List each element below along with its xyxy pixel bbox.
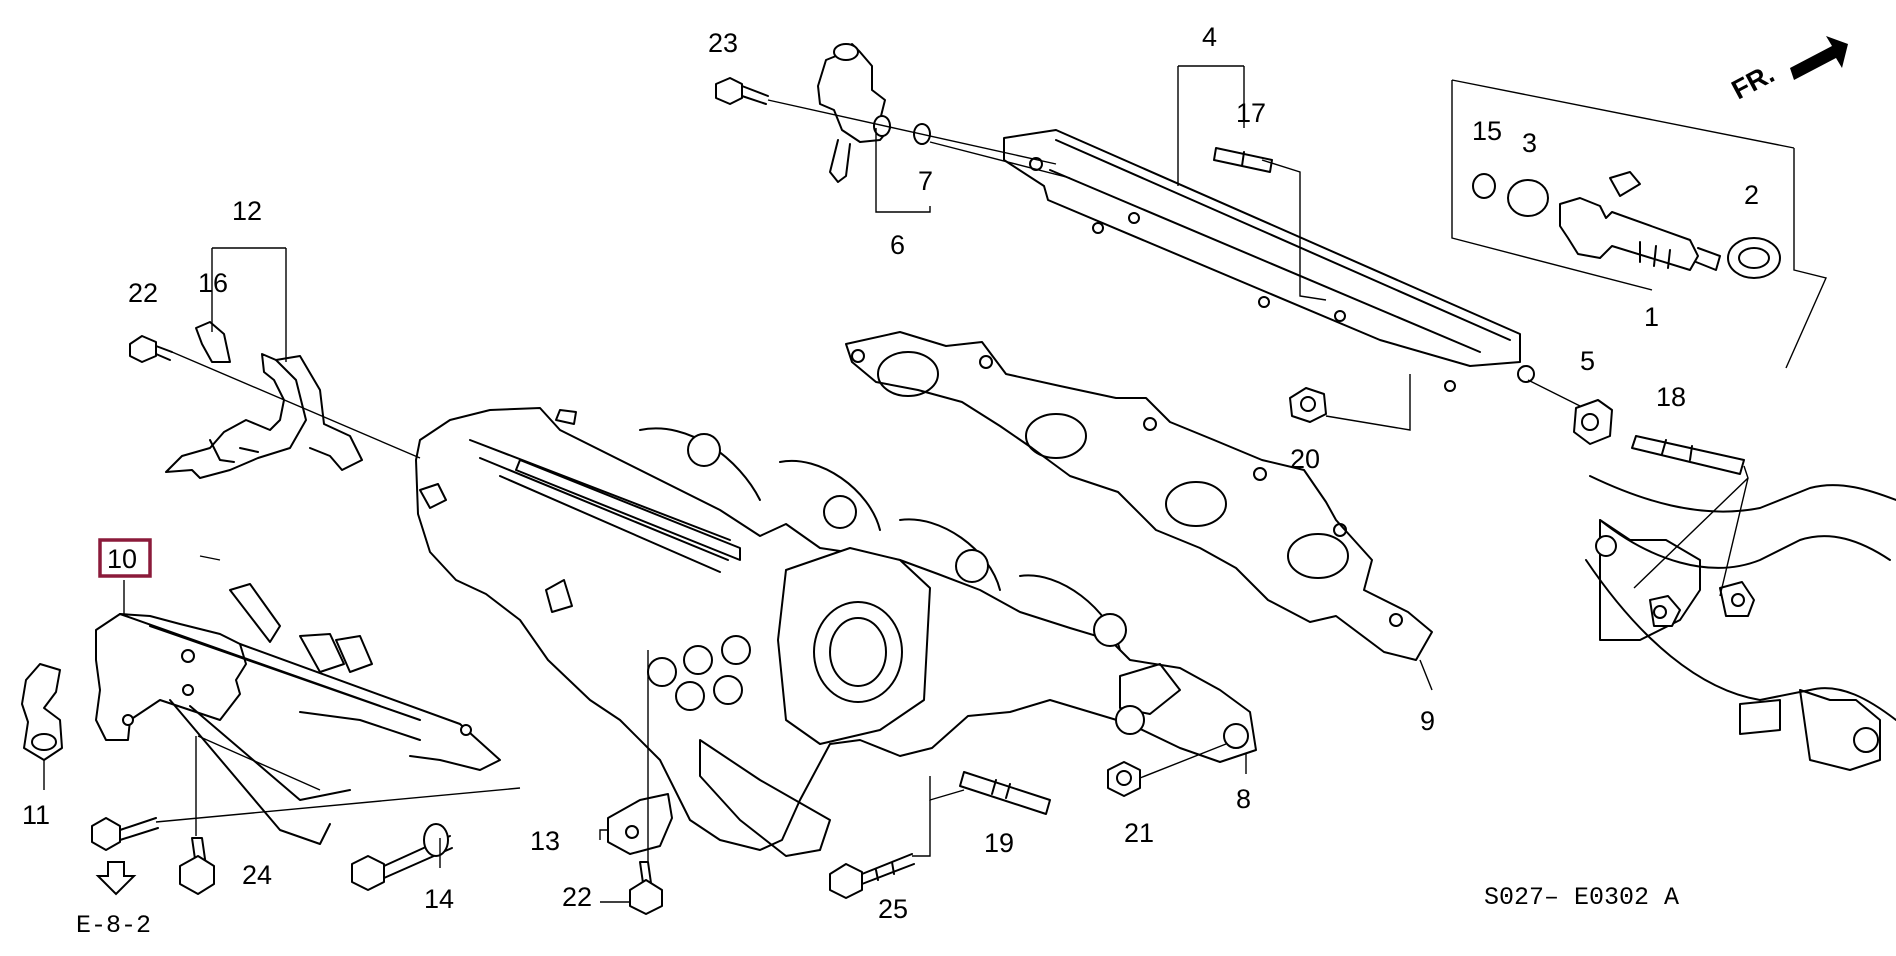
bolt-23 bbox=[715, 77, 769, 105]
bolt-22-lower bbox=[629, 861, 663, 915]
bracket-12 bbox=[165, 353, 363, 479]
o-ring-15 bbox=[1472, 173, 1496, 199]
gasket-port-holes bbox=[851, 349, 1403, 627]
nut-20 bbox=[1289, 387, 1327, 423]
part-number-6: 6 bbox=[890, 230, 905, 260]
clip-16 bbox=[195, 321, 231, 363]
part-number-17: 17 bbox=[1236, 98, 1266, 128]
reference-link[interactable]: E-8-2 bbox=[76, 861, 151, 940]
bolt-14 bbox=[351, 823, 453, 891]
reference-label: E-8-2 bbox=[76, 911, 151, 940]
leader-lines bbox=[43, 65, 1749, 903]
injector-group-bracket bbox=[1451, 79, 1827, 369]
cylinder-head bbox=[1585, 475, 1896, 771]
part-number-9: 9 bbox=[1420, 706, 1435, 736]
clip-11 bbox=[21, 663, 63, 761]
bolt-24 bbox=[179, 837, 215, 895]
part-number-21: 21 bbox=[1124, 818, 1154, 848]
part-number-7: 7 bbox=[918, 166, 933, 196]
part-number-16: 16 bbox=[198, 268, 228, 298]
part-number-25: 25 bbox=[878, 894, 908, 924]
cushion-ring-3 bbox=[1507, 179, 1549, 217]
part-number-22-upper: 22 bbox=[128, 278, 158, 308]
drawing-code: S027– E0302 A bbox=[1484, 883, 1679, 912]
part-number-1: 1 bbox=[1644, 302, 1659, 332]
part-number-8: 8 bbox=[1236, 784, 1251, 814]
part-number-11: 11 bbox=[22, 800, 50, 830]
collar-5 bbox=[1573, 399, 1613, 445]
bolt-22-leader bbox=[171, 351, 421, 459]
part-number-19: 19 bbox=[984, 828, 1014, 858]
part-number-20: 20 bbox=[1290, 444, 1320, 474]
intake-manifold bbox=[415, 407, 1257, 857]
fuel-injector bbox=[1559, 171, 1721, 271]
bolt-22-upper bbox=[129, 335, 173, 363]
seal-ring-2-inner bbox=[1738, 247, 1770, 269]
part-number-4: 4 bbox=[1202, 22, 1217, 52]
part-number-13: 13 bbox=[530, 826, 560, 856]
front-label: FR. bbox=[1727, 58, 1779, 105]
part-number-2: 2 bbox=[1744, 180, 1759, 210]
part-number-22-lower: 22 bbox=[562, 882, 592, 912]
seal-ring-2 bbox=[1727, 237, 1781, 279]
stud-18 bbox=[1631, 435, 1745, 475]
arrow-down-icon bbox=[95, 861, 137, 896]
part-number-15: 15 bbox=[1472, 116, 1502, 146]
highlight-box bbox=[98, 538, 152, 578]
front-direction-marker: FR. bbox=[1727, 36, 1848, 105]
part-number-labels: 1 2 3 4 5 6 7 8 9 10 11 12 13 14 15 16 1… bbox=[22, 22, 1759, 924]
fuel-rail bbox=[1003, 129, 1535, 392]
manifold-stay-10 bbox=[95, 583, 501, 845]
part-number-10[interactable]: 10 bbox=[107, 544, 137, 574]
bolt-21 bbox=[1107, 761, 1141, 797]
part-number-5: 5 bbox=[1580, 346, 1595, 376]
part-number-18: 18 bbox=[1656, 382, 1686, 412]
part-number-24: 24 bbox=[242, 860, 272, 890]
part-number-14: 14 bbox=[424, 884, 454, 914]
stud-17 bbox=[1213, 147, 1273, 173]
bolt-25 bbox=[829, 853, 915, 899]
intake-manifold-gasket bbox=[845, 331, 1433, 661]
front-arrow-icon bbox=[1790, 36, 1848, 80]
part-number-23: 23 bbox=[708, 28, 738, 58]
bracket-13 bbox=[607, 793, 673, 855]
part-number-3: 3 bbox=[1522, 128, 1537, 158]
stud-19 bbox=[959, 771, 1051, 815]
bolt-lower-left bbox=[91, 817, 159, 851]
part-number-12: 12 bbox=[232, 196, 262, 226]
